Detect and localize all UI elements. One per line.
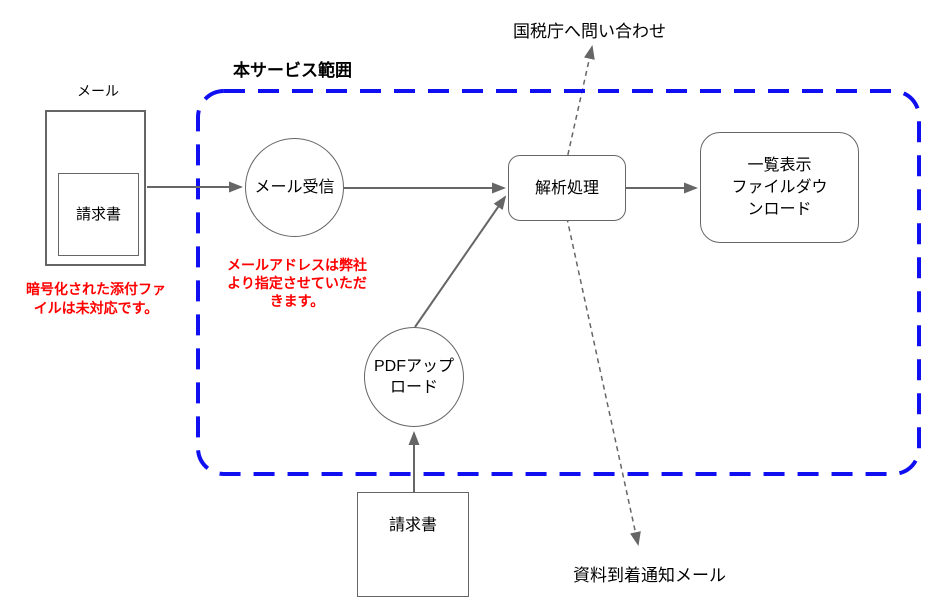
note-encrypted-line2: イルは未対応です。 bbox=[33, 300, 159, 316]
invoice-upload-box: 請求書 bbox=[357, 492, 469, 597]
arrow-upload-to-analysis bbox=[414, 195, 507, 328]
note-encrypted-line1: 暗号化された添付ファ bbox=[26, 281, 166, 297]
download-node: 一覧表示 ファイルダウ ンロード bbox=[700, 132, 859, 243]
note-encrypted-attachment: 暗号化された添付ファ イルは未対応です。 bbox=[15, 280, 177, 318]
scope-boundary bbox=[196, 89, 921, 476]
arrow-analysis-to-nta-inquiry bbox=[559, 45, 595, 191]
pdf-upload-label-line2: ロード bbox=[389, 379, 438, 396]
nta-inquiry-label: 国税庁へ問い合わせ bbox=[513, 22, 666, 41]
mail-label: メール bbox=[77, 83, 119, 99]
mail-receive-label: メール受信 bbox=[254, 179, 335, 196]
invoice-attachment-label: 請求書 bbox=[75, 206, 121, 223]
download-label-line2: ファイルダウ bbox=[731, 178, 828, 196]
arrow-analysis-to-arrival-notice bbox=[562, 199, 641, 546]
invoice-upload-label: 請求書 bbox=[388, 517, 437, 534]
note-mail-address: メールアドレスは弊社 より指定させていただ きます。 bbox=[222, 256, 372, 310]
analysis-label: 解析処理 bbox=[534, 179, 599, 197]
pdf-upload-node: PDFアップ ロード bbox=[364, 327, 464, 427]
note-mail-address-line2: より指定させていただ bbox=[227, 275, 367, 291]
mail-receive-node: メール受信 bbox=[245, 138, 344, 237]
note-mail-address-line3: きます。 bbox=[269, 293, 325, 309]
arrival-notice-label: 資料到着通知メール bbox=[573, 566, 726, 585]
analysis-node: 解析処理 bbox=[508, 155, 626, 221]
invoice-attachment: 請求書 bbox=[58, 173, 139, 256]
pdf-upload-label-line1: PDFアップ bbox=[373, 358, 454, 375]
download-label-line3: ンロード bbox=[747, 200, 812, 218]
scope-label: 本サービス範囲 bbox=[233, 61, 352, 80]
note-mail-address-line1: メールアドレスは弊社 bbox=[227, 257, 367, 273]
download-label-line1: 一覧表示 bbox=[747, 156, 812, 174]
